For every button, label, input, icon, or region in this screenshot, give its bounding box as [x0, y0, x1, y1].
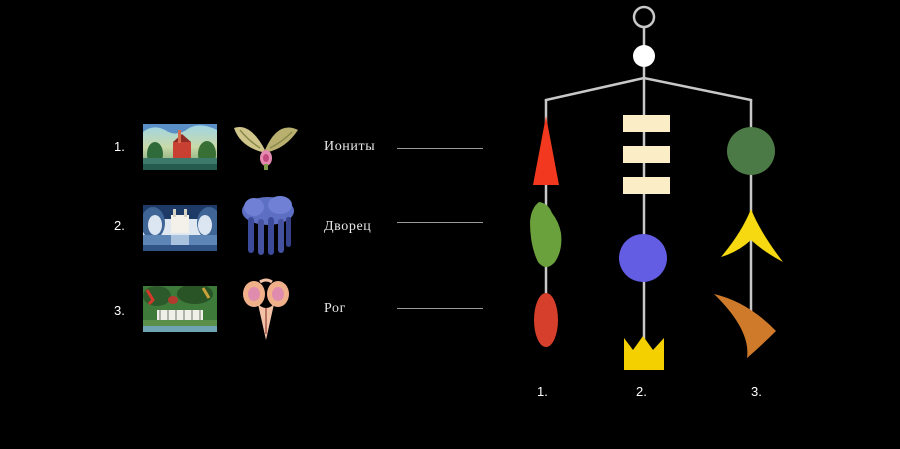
thumb-1-church-painting: [143, 124, 217, 170]
cream-bar-bottom: [623, 177, 670, 194]
row-2-connector-line: [397, 222, 483, 223]
red-oval-shape: [534, 293, 558, 347]
blue-circle-shape: [619, 234, 667, 282]
row-1-number: 1.: [114, 139, 125, 154]
column-2-label: 2.: [636, 384, 647, 399]
red-triangle-shape: [533, 116, 559, 185]
row-1-label: Иониты: [324, 139, 376, 154]
creature-1-flower-icon: [230, 120, 300, 180]
row-3-connector-line: [397, 308, 483, 309]
crossbar: [544, 76, 753, 102]
row-1-connector-line: [397, 148, 483, 149]
yellow-crown-shape: [624, 336, 664, 370]
row-2-number: 2.: [114, 218, 125, 233]
thumb-2-palace-painting: [143, 205, 217, 251]
column-1-label: 1.: [537, 384, 548, 399]
yellow-arrow-shape: [721, 209, 783, 262]
orange-horn-shape: [714, 294, 776, 358]
row-3-label: Рог: [324, 301, 346, 316]
creature-3-horned-bug-icon: [240, 278, 310, 340]
row-2-label: Дворец: [324, 219, 372, 234]
top-knob: [633, 45, 655, 67]
row-3-number: 3.: [114, 303, 125, 318]
creature-2-coral-icon: [240, 195, 310, 255]
dark-green-circle-shape: [727, 127, 775, 175]
cream-bar-top: [623, 115, 670, 132]
thumb-3-ruins-painting: [143, 286, 217, 332]
cream-bar-middle: [623, 146, 670, 163]
column-3-label: 3.: [751, 384, 762, 399]
suspension-ring: [632, 5, 656, 29]
green-bean-shape: [530, 202, 562, 267]
